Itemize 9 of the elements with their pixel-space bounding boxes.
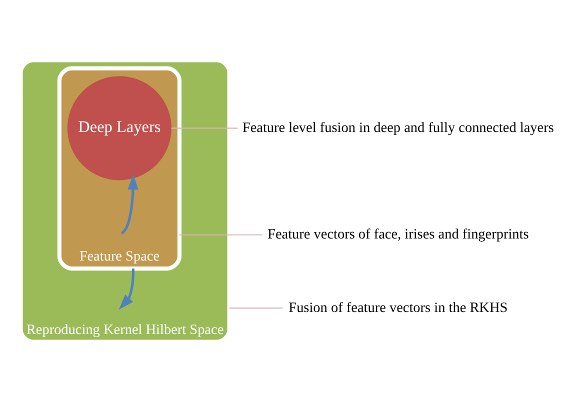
node-text: Fusion of feature vectors in the RKHS: [288, 300, 508, 316]
arrow: [118, 268, 134, 310]
connector: [179, 234, 262, 236]
node-text: Feature vectors of face, irises and fingerprints: [268, 226, 529, 243]
connector: [171, 128, 238, 129]
node-circle: Deep Layers: [67, 76, 172, 180]
arrow: [120, 174, 138, 234]
node-text: Feature level fusion in deep and fully connected layers: [242, 120, 554, 136]
connector: [229, 308, 283, 309]
